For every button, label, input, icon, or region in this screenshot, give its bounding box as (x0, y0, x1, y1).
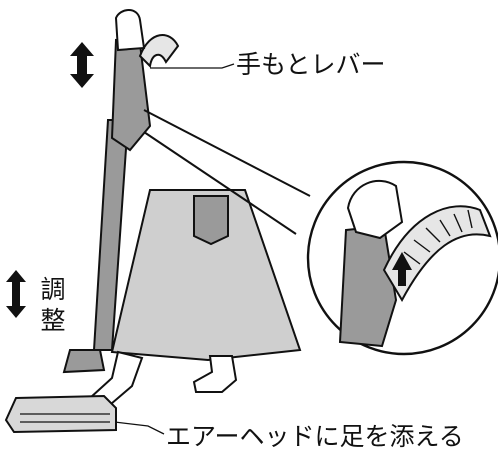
air-head-note-label: エアーヘッドに足を添える (166, 422, 464, 451)
zoom-hose-ribs (403, 209, 473, 265)
hand (114, 9, 146, 52)
pocket (193, 195, 229, 246)
lever-up-arrow-icon (392, 252, 412, 286)
nozzle-ribs (20, 413, 110, 423)
pipe-joint (62, 349, 106, 374)
handle-double-arrow-icon (70, 42, 94, 88)
zoom-connector (143, 109, 311, 235)
adjust-label: 調整 (37, 276, 66, 338)
adjust-double-arrow-icon (6, 270, 26, 318)
zoom-handle-body (338, 224, 398, 348)
leg-right (192, 355, 238, 393)
hand-lever-label: 手もとレバー (236, 50, 386, 79)
zoom-hose (382, 205, 492, 303)
zoom-hand (346, 180, 404, 240)
zoom-detail (306, 160, 498, 356)
vacuum-hose (138, 34, 180, 69)
